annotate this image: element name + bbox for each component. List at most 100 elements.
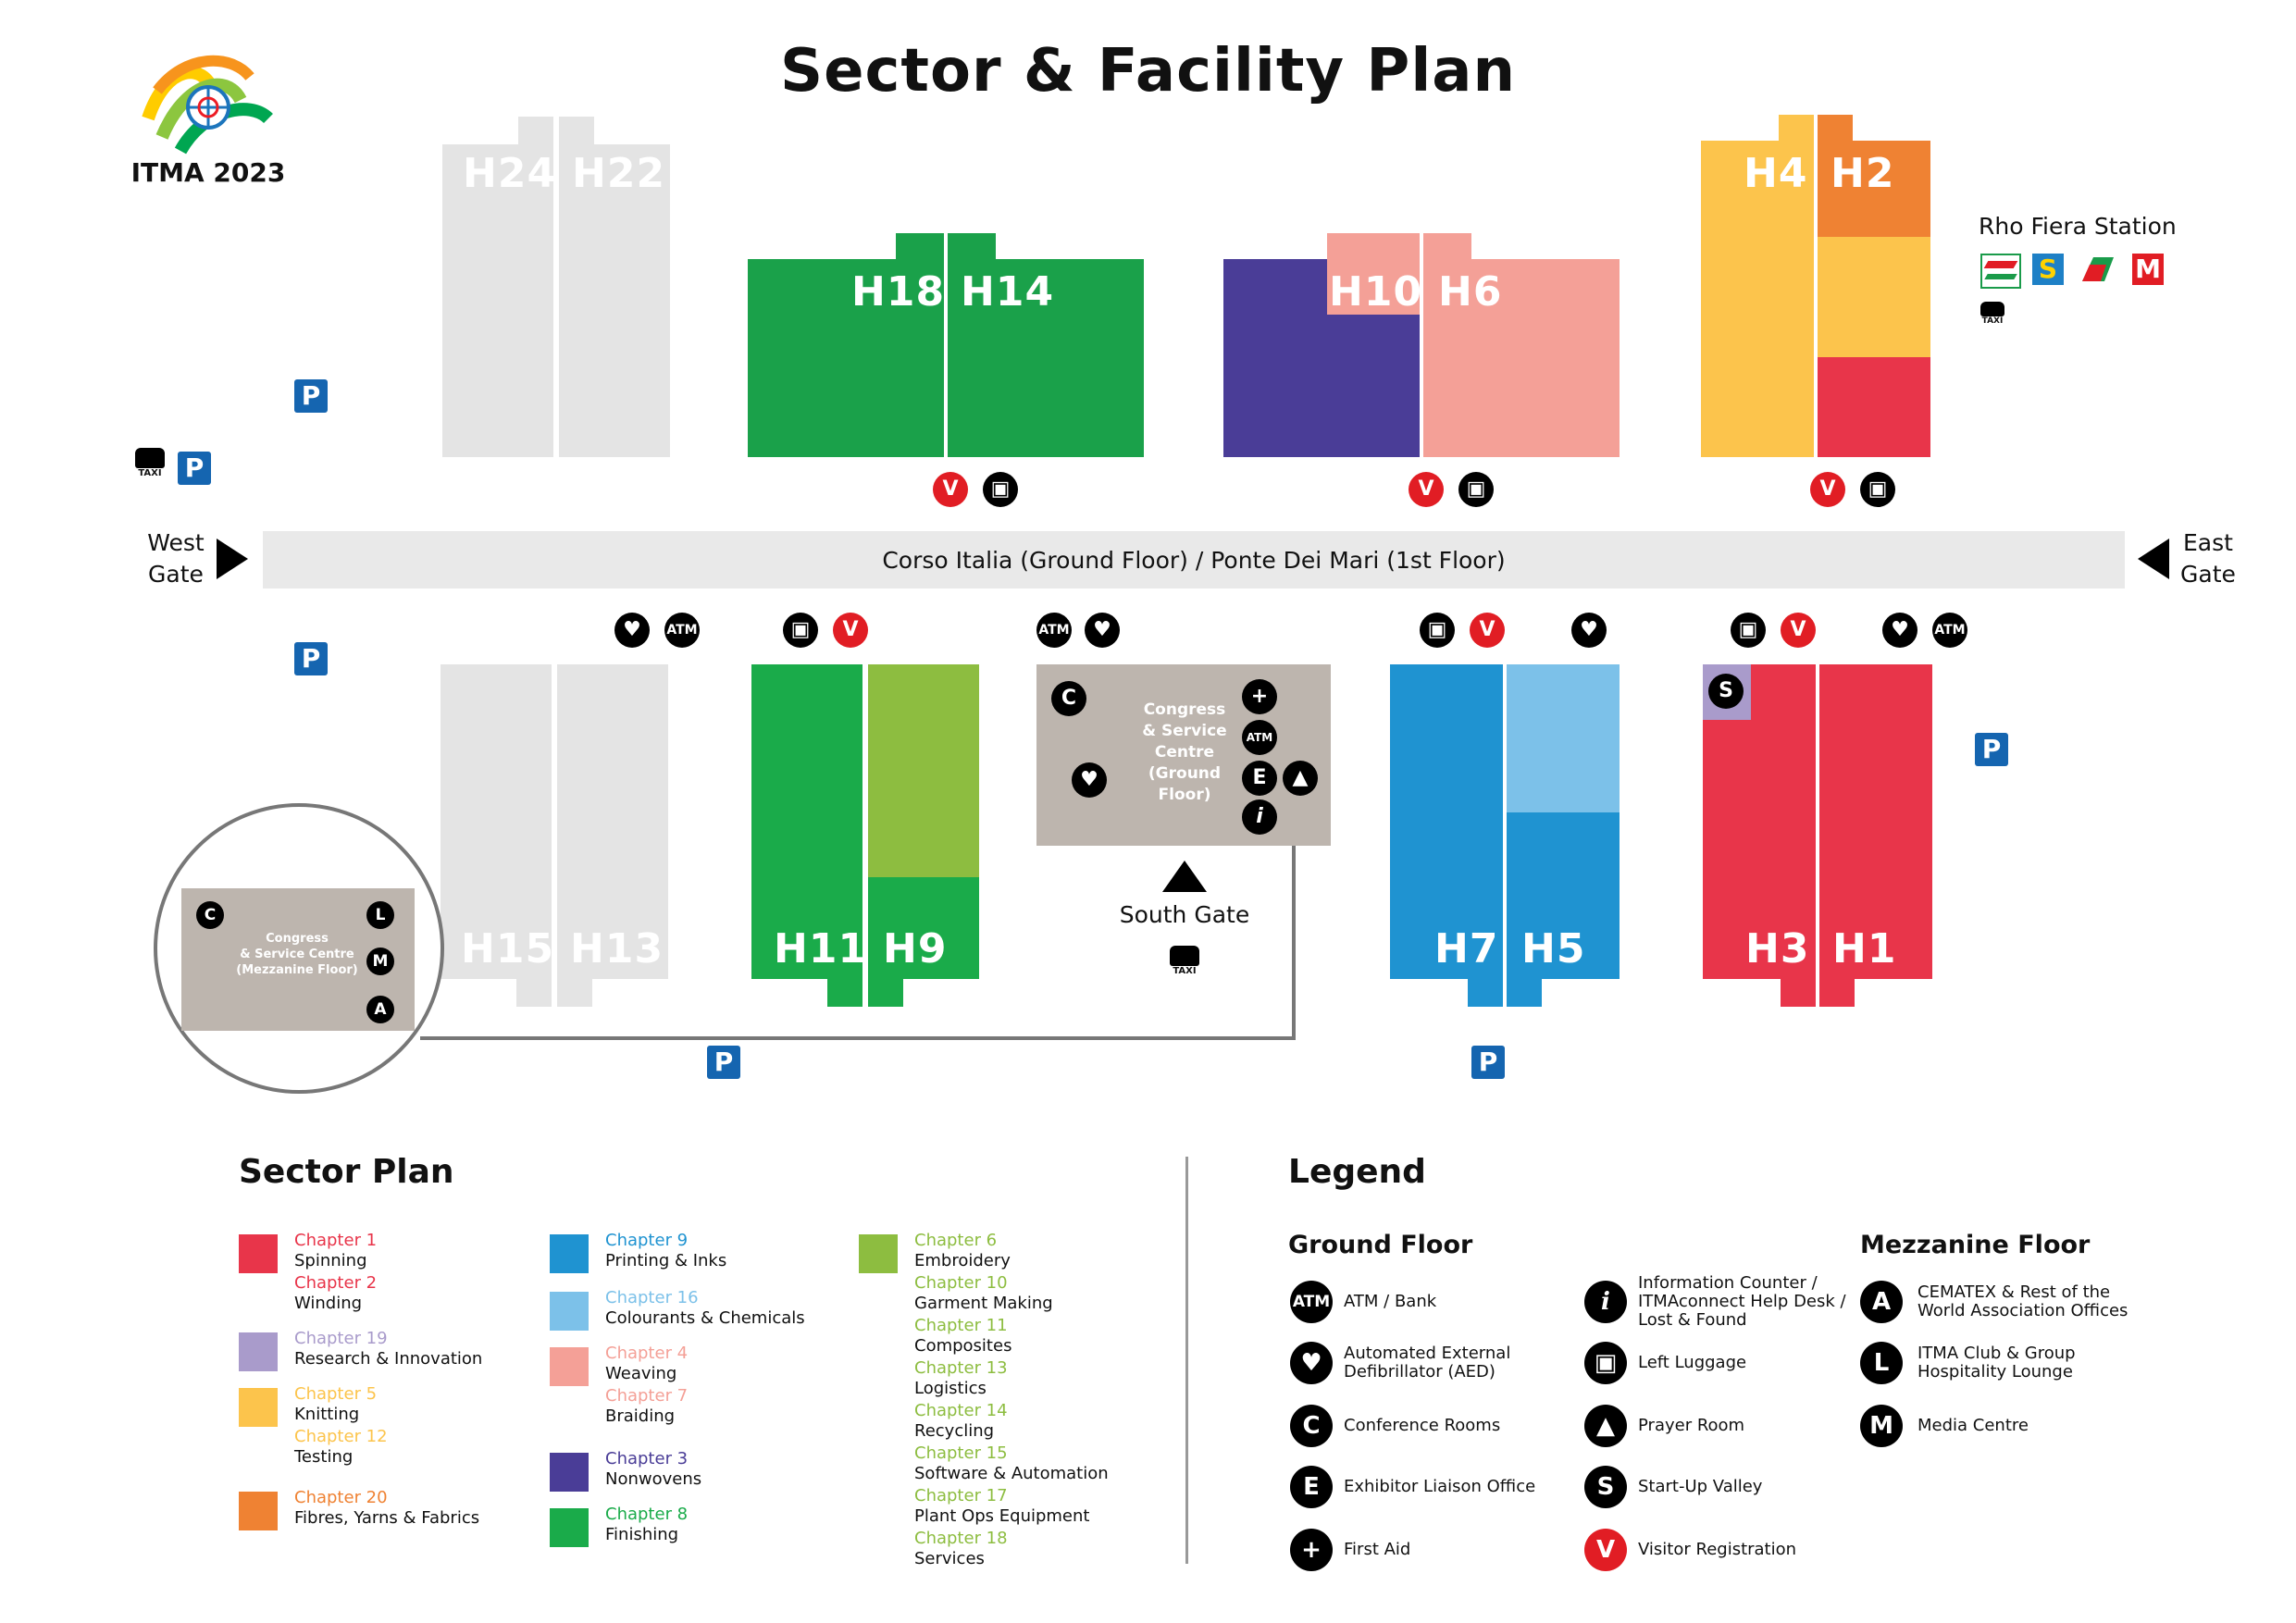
hall-h15[interactable] [441, 664, 552, 979]
info-icon[interactable]: i [1242, 799, 1277, 835]
hall-h5[interactable] [1507, 812, 1620, 979]
hall-label-h13: H13 [570, 925, 664, 973]
hall-h9-embroidery[interactable] [868, 664, 979, 877]
luggage-icon[interactable]: ▣ [1420, 613, 1455, 648]
exhibitor-liaison-icon[interactable]: E [1242, 761, 1277, 796]
startup-icon[interactable]: S [1708, 674, 1744, 709]
hall-h11[interactable] [751, 664, 863, 979]
visitor-registration-icon[interactable]: V [933, 472, 968, 507]
hall-h14[interactable] [948, 259, 1144, 457]
corridor-label: Corso Italia (Ground Floor) / Pont​e Dei… [882, 547, 1506, 574]
visitor-registration-icon[interactable]: V [1470, 613, 1505, 648]
connector-line [1292, 846, 1296, 1040]
taxi-icon: TAXI [135, 448, 165, 478]
parking-icon[interactable]: P [294, 379, 328, 413]
parking-icon[interactable]: P [1975, 733, 2008, 766]
cematex-icon[interactable]: A [366, 996, 394, 1023]
legend-label: ATM / Bank [1344, 1292, 1437, 1311]
conference-icon: C [1290, 1405, 1333, 1447]
hall-h4[interactable] [1701, 141, 1814, 457]
legend-label: Exhibitor Liaison Office [1344, 1477, 1536, 1496]
hall-h22[interactable] [559, 144, 670, 457]
parking-icon[interactable]: P [294, 642, 328, 675]
parking-icon[interactable]: P [707, 1046, 740, 1079]
visitor-registration-icon[interactable]: V [1781, 613, 1816, 648]
sector-color-swatch [239, 1332, 278, 1371]
hall-h1[interactable] [1819, 664, 1932, 979]
station-taxi-icon: TAXI [1980, 302, 2004, 326]
hall-h7-tab [1468, 962, 1503, 1007]
chapter-number: Chapter 4 [605, 1344, 689, 1363]
hall-label-h11: H11 [774, 925, 868, 973]
chapter-description: Colourants & Chemicals [605, 1308, 805, 1328]
chapter-number: Chapter 9 [605, 1231, 689, 1250]
media-centre-icon[interactable]: M [366, 948, 394, 975]
luggage-icon[interactable]: ▣ [1731, 613, 1766, 648]
aed-icon[interactable]: ♥ [1072, 762, 1107, 798]
atm-icon[interactable]: ATM [1242, 720, 1277, 755]
chapter-number: Chapter 19 [294, 1329, 388, 1348]
prayer-icon[interactable]: ▲ [1283, 761, 1318, 796]
chapter-description: Knitting [294, 1405, 360, 1424]
chapter-description: Finishing [605, 1525, 679, 1544]
atm-icon[interactable]: ATM [664, 613, 700, 648]
prayer-icon: ▲ [1584, 1405, 1627, 1447]
first-aid-icon[interactable]: + [1242, 679, 1277, 714]
hall-h18-tab [896, 233, 944, 270]
luggage-icon[interactable]: ▣ [983, 472, 1018, 507]
conference-icon[interactable]: C [1051, 681, 1086, 716]
luggage-icon[interactable]: ▣ [783, 613, 818, 648]
hall-h7[interactable] [1390, 664, 1503, 979]
aed-icon[interactable]: ♥ [1882, 613, 1917, 648]
hall-h22-tab [559, 117, 594, 154]
chapter-number: Chapter 6 [914, 1231, 998, 1250]
hall-h6[interactable] [1423, 259, 1620, 457]
visitor-registration-icon[interactable]: V [833, 613, 868, 648]
legend-label: Media Centre [1917, 1416, 2029, 1435]
luggage-icon[interactable]: ▣ [1860, 472, 1895, 507]
west-gate-arrow-icon [217, 539, 248, 579]
chapter-number: Chapter 2 [294, 1273, 378, 1293]
chapter-description: Nonwovens [605, 1469, 702, 1489]
hall-h18[interactable] [748, 259, 944, 457]
atm-icon[interactable]: ATM [1036, 613, 1072, 648]
chapter-number: Chapter 18 [914, 1529, 1008, 1548]
hall-h2-fibres[interactable] [1818, 141, 1930, 237]
aed-icon[interactable]: ♥ [1571, 613, 1607, 648]
connector-line [420, 1036, 1296, 1040]
club-lounge-icon[interactable]: L [366, 901, 394, 929]
chapter-description: Testing [294, 1447, 354, 1467]
station-label: Rho Fiera Station [1979, 213, 2177, 240]
visitor-registration-icon[interactable]: V [1409, 472, 1444, 507]
hall-h5-colourants[interactable] [1507, 664, 1620, 812]
conference-icon[interactable]: C [196, 901, 224, 929]
legend-heading: Legend [1288, 1153, 1426, 1191]
chapter-number: Chapter 8 [605, 1505, 689, 1524]
parking-icon[interactable]: P [178, 452, 211, 485]
hall-h24[interactable] [442, 144, 553, 457]
aed-icon[interactable]: ♥ [1085, 613, 1120, 648]
aed-icon[interactable]: ♥ [614, 613, 650, 648]
chapter-number: Chapter 14 [914, 1401, 1008, 1420]
chapter-description: Garment Making [914, 1294, 1053, 1313]
luggage-icon: ▣ [1584, 1342, 1627, 1384]
luggage-icon[interactable]: ▣ [1458, 472, 1494, 507]
parking-icon[interactable]: P [1471, 1046, 1505, 1079]
atm-icon[interactable]: ATM [1932, 613, 1967, 648]
visitor-registration-icon[interactable]: V [1810, 472, 1845, 507]
hall-h9[interactable] [868, 877, 979, 979]
hall-h13[interactable] [557, 664, 668, 979]
section-divider [1185, 1157, 1188, 1564]
legend-label: Visitor Registration [1638, 1540, 1797, 1559]
sector-color-swatch [550, 1453, 589, 1492]
sector-color-swatch [239, 1388, 278, 1427]
